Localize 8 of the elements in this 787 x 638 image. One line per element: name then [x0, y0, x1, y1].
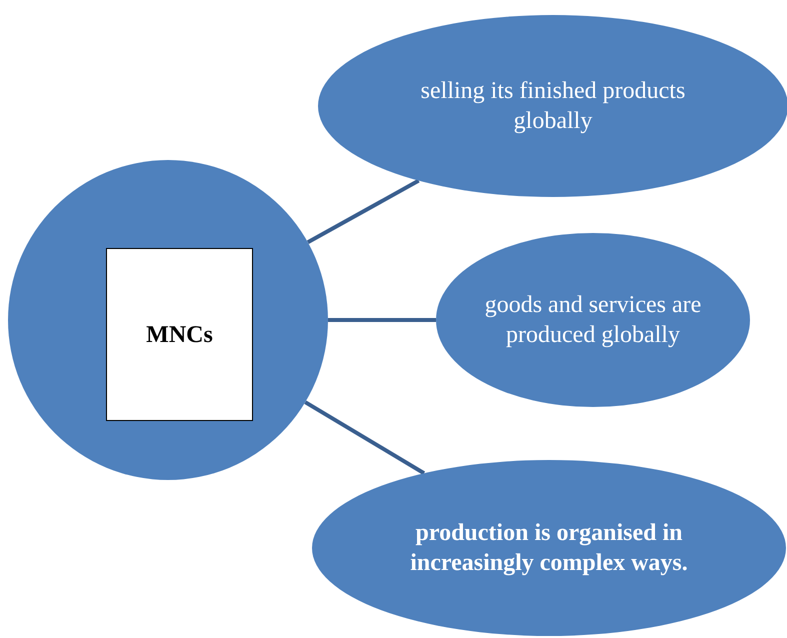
connector-line	[306, 178, 420, 244]
node-text: selling its finished products globally	[420, 77, 686, 136]
node-text: goods and services are produced globally	[484, 291, 702, 350]
node-text: MNCs	[146, 320, 213, 350]
label-box	[106, 248, 253, 421]
connector-line	[328, 318, 436, 322]
node-text: production is organised in increasingly complex ways.	[409, 519, 689, 578]
connector-line	[304, 400, 426, 475]
